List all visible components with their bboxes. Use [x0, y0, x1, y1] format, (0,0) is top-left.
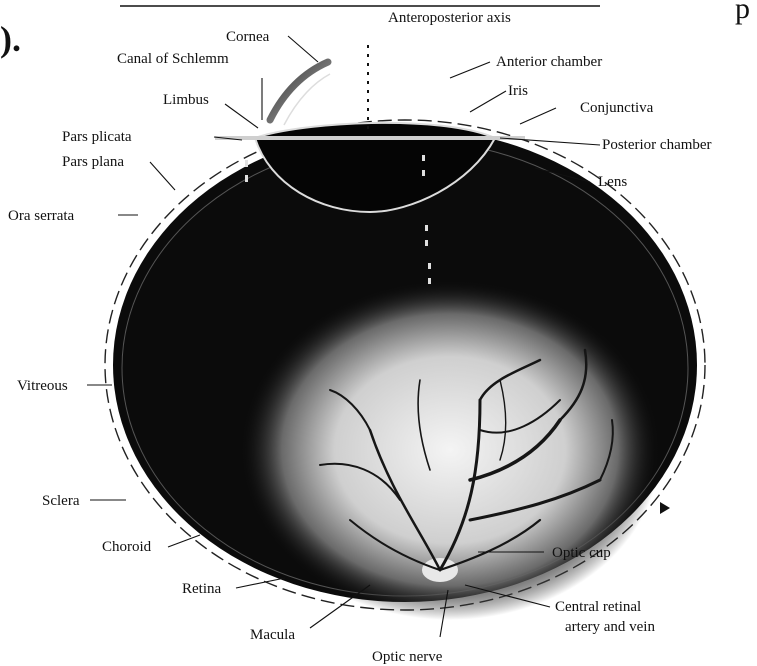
- label-pars-plana: Pars plana: [62, 154, 124, 170]
- label-iris: Iris: [508, 83, 528, 99]
- label-choroid: Choroid: [102, 539, 152, 555]
- label-ora-serrata: Ora serrata: [8, 208, 75, 224]
- label-macula: Macula: [250, 627, 295, 643]
- label-central-retinal-line2: artery and vein: [565, 619, 655, 635]
- label-limbus: Limbus: [163, 92, 209, 108]
- label-vitreous: Vitreous: [17, 378, 68, 394]
- label-optic-cup: Optic cup: [552, 545, 611, 561]
- label-optic-nerve: Optic nerve: [372, 649, 443, 665]
- label-canal-of-schlemm: Canal of Schlemm: [117, 51, 229, 67]
- label-anterior-chamber: Anterior chamber: [496, 54, 602, 70]
- label-sclera: Sclera: [42, 493, 80, 509]
- label-central-retinal-line1: Central retinal: [555, 599, 641, 615]
- label-lens: Lens: [598, 174, 627, 190]
- label-conjunctiva: Conjunctiva: [580, 100, 654, 116]
- label-retina: Retina: [182, 581, 221, 597]
- label-anteroposterior-axis: Anteroposterior axis: [388, 10, 511, 26]
- label-posterior-chamber: Posterior chamber: [602, 137, 712, 153]
- label-cornea: Cornea: [226, 29, 270, 45]
- label-pars-plicata: Pars plicata: [62, 129, 132, 145]
- cornea: [270, 62, 328, 120]
- arrow-marker: [660, 502, 670, 514]
